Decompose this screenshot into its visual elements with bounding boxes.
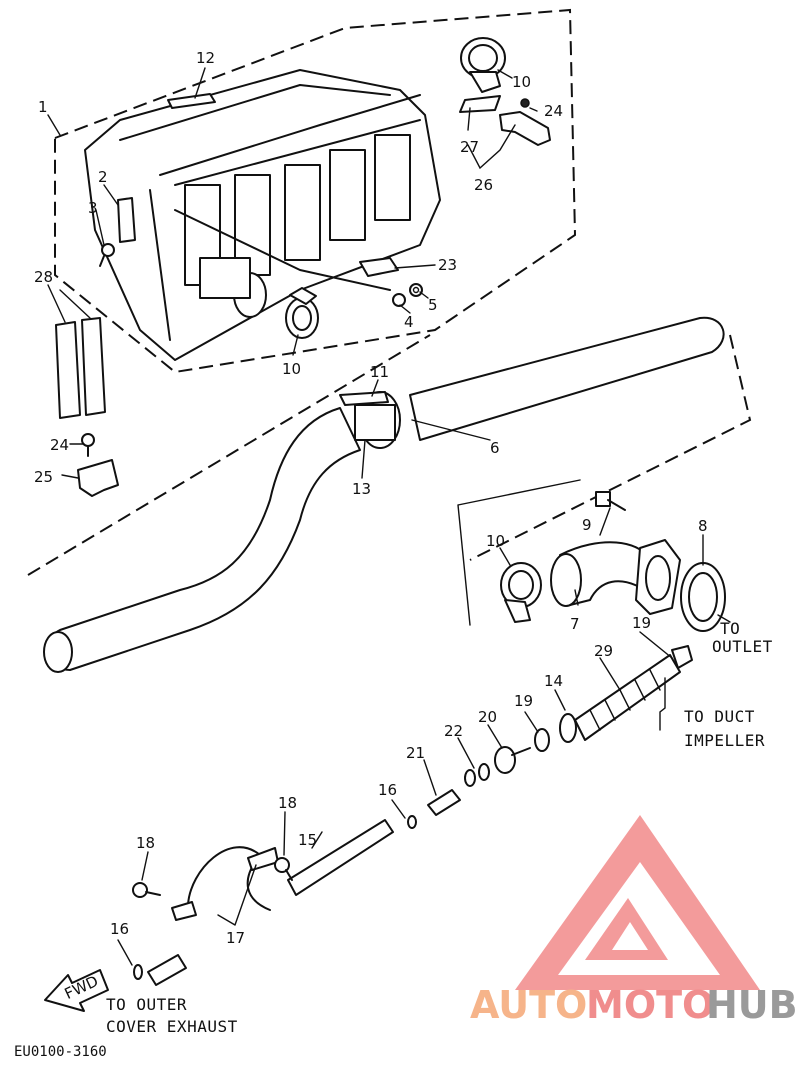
clamp-19-lower xyxy=(534,728,550,752)
nut-5 xyxy=(409,283,423,297)
outlet-group-frame xyxy=(457,479,581,626)
callout-18-right: 18 xyxy=(278,794,297,812)
fitting-20 xyxy=(494,746,531,774)
hose-17 xyxy=(171,846,279,921)
callout-24-top: 24 xyxy=(544,102,563,120)
callout-7: 7 xyxy=(570,615,580,633)
callout-18-left: 18 xyxy=(136,834,155,852)
callout-17: 17 xyxy=(226,929,245,947)
callout-10-top: 10 xyxy=(512,73,531,91)
callout-24-left: 24 xyxy=(50,436,69,454)
hose-6 xyxy=(43,316,725,673)
callout-15: 15 xyxy=(298,831,317,849)
washer-4 xyxy=(392,293,406,307)
water-lock-box xyxy=(84,69,441,361)
hose-29 xyxy=(559,654,681,743)
to-duct-line2: IMPELLER xyxy=(684,731,765,750)
nipple-21 xyxy=(427,789,461,816)
plate-23 xyxy=(359,257,399,277)
callout-22: 22 xyxy=(444,722,463,740)
callout-4: 4 xyxy=(404,313,414,331)
callout-3: 3 xyxy=(88,199,98,217)
callout-10-left: 10 xyxy=(282,360,301,378)
tube-stub xyxy=(147,954,187,986)
callout-9: 9 xyxy=(582,516,592,534)
elbow-7 xyxy=(550,541,651,607)
callout-8: 8 xyxy=(698,517,708,535)
fwd-arrow-icon: FWD xyxy=(44,969,109,1012)
bolt-9 xyxy=(595,491,626,511)
leader-lines xyxy=(47,67,731,966)
washers-22 xyxy=(464,763,490,787)
callout-25: 25 xyxy=(34,468,53,486)
callout-13: 13 xyxy=(352,480,371,498)
callout-19-lower: 19 xyxy=(514,692,533,710)
routing-notes: TO OUTLET TO DUCT IMPELLER TO OUTER COVE… xyxy=(14,619,773,1060)
bracket-27 xyxy=(459,95,501,113)
watermark-auto: AUTO xyxy=(470,983,587,1027)
screw-18-left xyxy=(132,882,161,898)
to-outlet-line2: OUTLET xyxy=(712,637,773,656)
callout-2: 2 xyxy=(98,168,108,186)
callout-14: 14 xyxy=(544,672,563,690)
screw-18-right xyxy=(274,857,293,881)
watermark-moto: MOTO xyxy=(586,983,714,1027)
watermark-logo-icon xyxy=(515,815,760,990)
clamp-top xyxy=(460,37,506,93)
clip-16-lower xyxy=(133,964,143,980)
callout-6: 6 xyxy=(490,439,500,457)
figure-code: EU0100-3160 xyxy=(14,1044,107,1060)
callout-11: 11 xyxy=(370,363,389,381)
tube-15 xyxy=(287,819,394,896)
water-lock-group-outline xyxy=(54,8,577,374)
callout-12: 12 xyxy=(196,49,215,67)
bolt-24-left xyxy=(81,433,95,457)
clip-16-upper xyxy=(407,815,417,829)
callout-19-upper: 19 xyxy=(632,614,651,632)
callout-29: 29 xyxy=(594,642,613,660)
callout-28: 28 xyxy=(34,268,53,286)
callout-27: 27 xyxy=(460,138,479,156)
flange-7 xyxy=(635,539,681,615)
gasket-8 xyxy=(680,562,726,632)
to-outlet-line1: TO xyxy=(720,619,740,638)
elbow-fitting-26 xyxy=(499,98,551,146)
strap-28 xyxy=(47,284,106,419)
callout-23: 23 xyxy=(438,256,457,274)
callout-21: 21 xyxy=(406,744,425,762)
bracket-2 xyxy=(117,197,136,243)
callout-10-lower: 10 xyxy=(486,532,505,550)
to-duct-line1: TO DUCT xyxy=(684,707,755,726)
watermark-hub: HUB xyxy=(706,983,798,1027)
callout-labels: 1 2 3 4 5 6 7 8 9 10 10 10 11 12 13 14 1… xyxy=(34,49,708,947)
to-outer-line1: TO OUTER xyxy=(106,995,187,1014)
callout-26: 26 xyxy=(474,176,493,194)
callout-20: 20 xyxy=(478,708,497,726)
hose-group-outline xyxy=(27,334,752,576)
screw-3 xyxy=(99,243,115,267)
clamp-left xyxy=(285,287,319,339)
clamp-lower xyxy=(500,562,542,623)
to-outer-line2: COVER EXHAUST xyxy=(106,1017,238,1036)
clamp-11 xyxy=(339,391,389,406)
callout-5: 5 xyxy=(428,296,438,314)
callout-16-upper: 16 xyxy=(378,781,397,799)
clamp-19-upper xyxy=(671,645,693,669)
bracket-25 xyxy=(77,459,119,497)
callout-16-lower: 16 xyxy=(110,920,129,938)
callout-1: 1 xyxy=(38,98,48,116)
watermark-text: AUTO MOTO HUB xyxy=(470,983,798,1027)
